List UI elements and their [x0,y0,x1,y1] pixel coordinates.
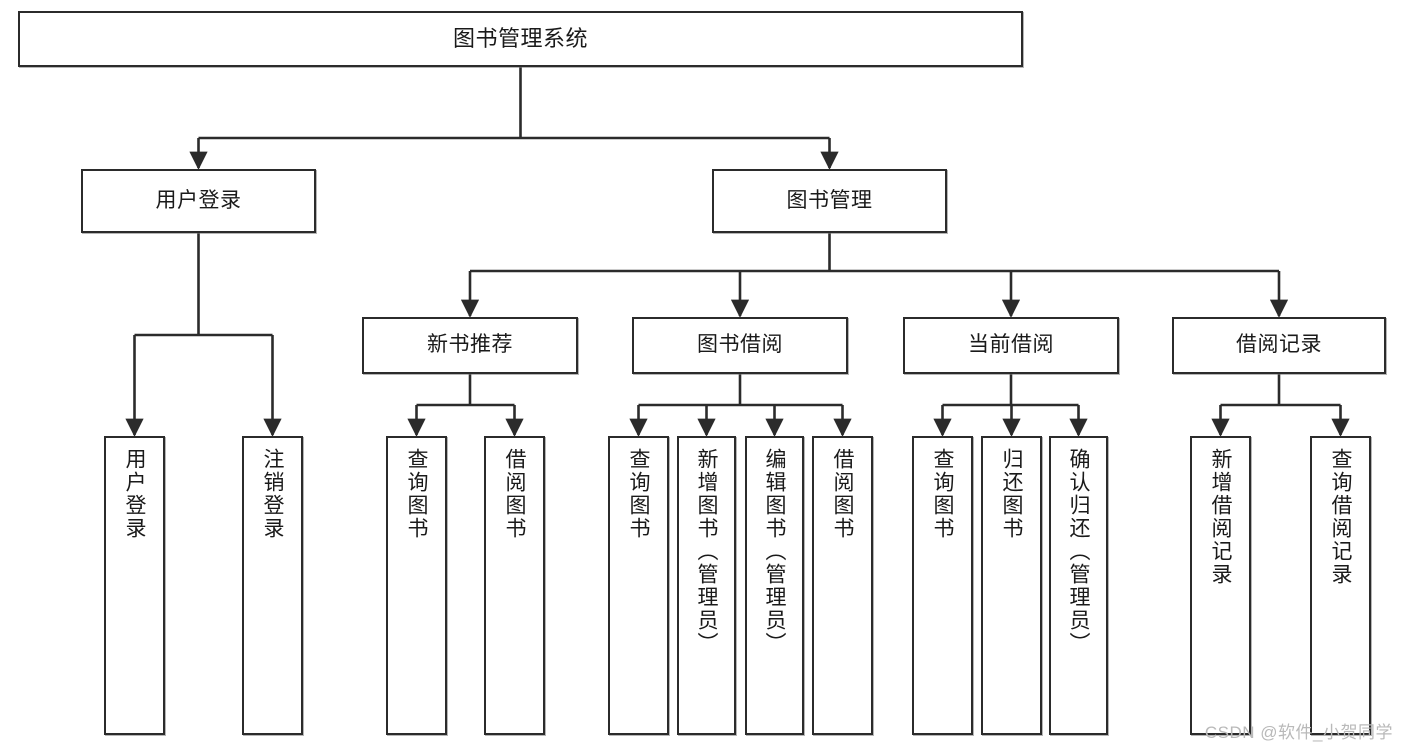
node-leaf-1[interactable]: 用户登录 [104,436,165,735]
node-label: 查询借阅记录 [1329,448,1352,586]
node-label: 新书推荐 [427,333,513,357]
node-label: 归还图书 [1000,448,1023,540]
node-leaf-4[interactable]: 借阅图书 [484,436,545,735]
node-label: 借阅图书 [831,448,854,540]
node-label: 用户登录 [155,188,242,212]
node-leaf-11[interactable]: 确认归还（管理员） [1049,436,1108,735]
node-label: 借阅图书 [503,448,526,540]
node-root[interactable]: 图书管理系统 [18,11,1023,67]
node-label: 借阅记录 [1236,333,1322,357]
node-leaf-9[interactable]: 查询图书 [912,436,973,735]
node-label: 图书管理系统 [452,26,588,52]
node-leaf-6[interactable]: 新增图书（管理员） [677,436,736,735]
node-label: 查询图书 [405,448,428,540]
node-new-book-rec[interactable]: 新书推荐 [362,317,578,374]
node-label: 图书借阅 [697,333,783,357]
node-label: 当前借阅 [968,333,1054,357]
node-label: 查询图书 [931,448,954,540]
node-leaf-13[interactable]: 查询借阅记录 [1310,436,1371,735]
node-leaf-12[interactable]: 新增借阅记录 [1190,436,1251,735]
node-current-borrow[interactable]: 当前借阅 [903,317,1119,374]
node-book-manage[interactable]: 图书管理 [712,169,947,233]
node-leaf-5[interactable]: 查询图书 [608,436,669,735]
node-label: 新增图书（管理员） [695,448,718,655]
node-book-borrow[interactable]: 图书借阅 [632,317,848,374]
node-leaf-7[interactable]: 编辑图书（管理员） [745,436,804,735]
watermark-text: CSDN @软件_小贺同学 [1204,723,1393,742]
node-label: 用户登录 [123,448,146,540]
node-label: 编辑图书（管理员） [763,448,786,655]
node-label: 查询图书 [627,448,650,540]
node-leaf-8[interactable]: 借阅图书 [812,436,873,735]
node-leaf-2[interactable]: 注销登录 [242,436,303,735]
node-label: 图书管理 [786,188,873,212]
node-leaf-3[interactable]: 查询图书 [386,436,447,735]
node-borrow-record[interactable]: 借阅记录 [1172,317,1386,374]
node-label: 新增借阅记录 [1209,448,1232,586]
node-leaf-10[interactable]: 归还图书 [981,436,1042,735]
node-label: 注销登录 [261,448,284,540]
node-label: 确认归还（管理员） [1067,448,1090,655]
node-user-login[interactable]: 用户登录 [81,169,316,233]
